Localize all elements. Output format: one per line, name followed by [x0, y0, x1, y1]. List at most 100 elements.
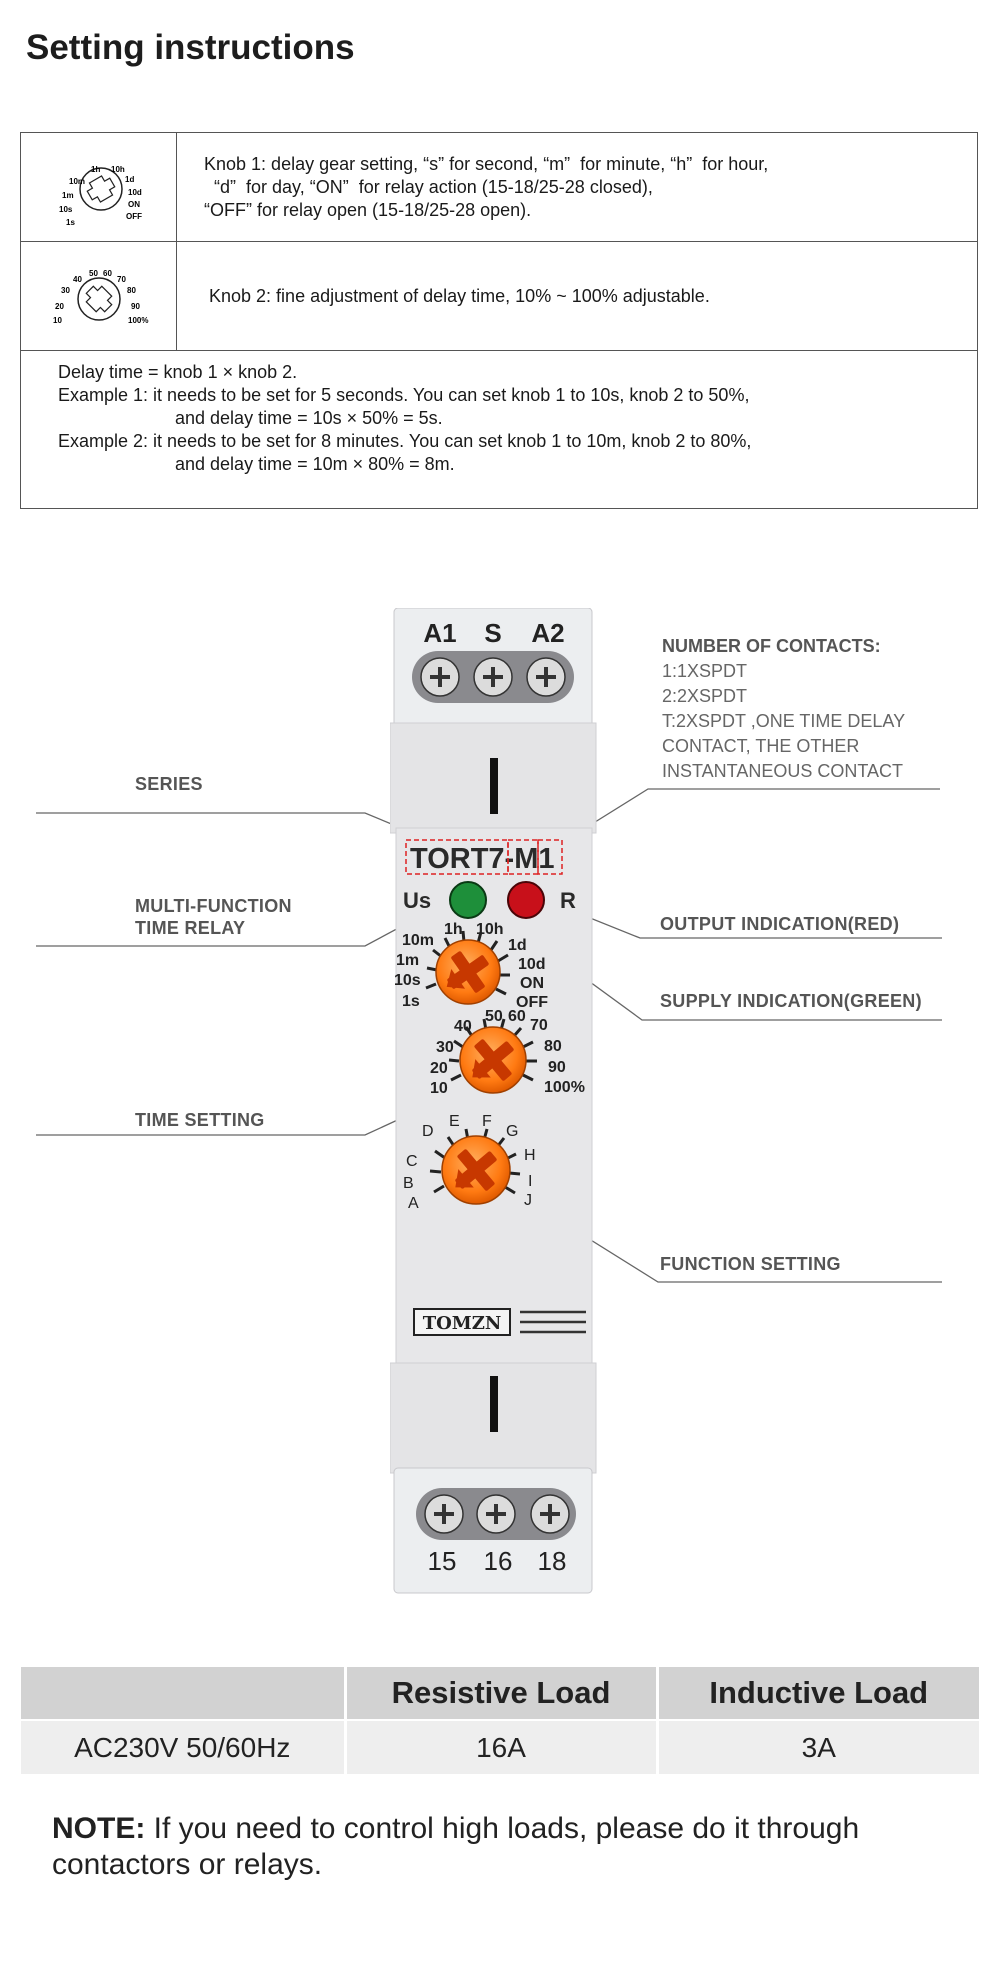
svg-text:TORT7-M1: TORT7-M1: [410, 843, 555, 875]
load-table-header: Resistive Load Inductive Load: [21, 1667, 979, 1720]
terminal-16: 16: [484, 1546, 513, 1576]
k2-label: 40: [73, 275, 82, 284]
knob2-text: Knob 2: fine adjustment of delay time, 1…: [209, 285, 710, 306]
example2-line2: and delay time = 10m × 80% = 8m.: [175, 454, 455, 474]
time-setting-callout: TIME SETTING: [135, 1110, 265, 1130]
k2-label: 60: [103, 269, 112, 278]
terminal-A2: A2: [531, 618, 564, 648]
led-us-label: Us: [403, 888, 431, 913]
knob1-label: 1s: [402, 993, 420, 1010]
table-row: AC230V 50/60Hz 16A 3A: [21, 1719, 979, 1774]
knob1-label: 1m: [396, 952, 419, 969]
k2-label: 50: [89, 269, 98, 278]
model-series: TORT7: [410, 843, 505, 875]
k2-label: 90: [131, 302, 140, 311]
knob1-label: 10m: [402, 932, 434, 949]
k1-label: 10s: [59, 205, 73, 214]
example2-line1: Example 2: it needs to be set for 8 minu…: [58, 431, 752, 451]
knob1-row: 1s 10s 1m 10m 1h 10h 1d 10d ON OFF Knob …: [21, 133, 977, 242]
k1-label: 10m: [69, 177, 85, 186]
knob2-dial-icon: 10 20 30 40 50 60 70 80 90 100%: [53, 269, 148, 325]
time-relay-device: A1 S A2 TORT7-M1 Us R 1s 10s 1m 10m 1h 1…: [390, 608, 597, 1594]
supply-led: [449, 881, 487, 919]
terminal-S: S: [484, 618, 501, 648]
knob3-label: A: [408, 1195, 419, 1212]
contacts-callout: NUMBER OF CONTACTS: 1:1XSPDT 2:2XSPDT T:…: [662, 634, 905, 784]
contacts-line: 2:2XSPDT: [662, 686, 748, 706]
k1-label: ON: [128, 200, 140, 209]
k2-label: 70: [117, 275, 126, 284]
table-cell: 16A: [345, 1719, 659, 1774]
knob2-row: 10 20 30 40 50 60 70 80 90 100% Knob 2: …: [21, 242, 977, 351]
contacts-line: T:2XSPDT ,ONE TIME DELAY: [662, 711, 906, 731]
knob3-label: D: [422, 1123, 434, 1140]
supply-indication-callout: SUPPLY INDICATION(GREEN): [660, 991, 922, 1011]
output-led: [507, 881, 545, 919]
knob1-label: 10h: [476, 921, 504, 938]
knob3-label: I: [528, 1173, 532, 1190]
k1-label: 1h: [91, 165, 100, 174]
knob1-label: 10s: [394, 972, 421, 989]
note: NOTE: If you need to control high loads,…: [52, 1811, 952, 1883]
knob3-label: F: [482, 1113, 492, 1130]
brand-logo: TOMZN: [423, 1313, 502, 1334]
header-cell: [21, 1667, 347, 1720]
load-table: Resistive Load Inductive Load AC230V 50/…: [21, 1667, 979, 1774]
series-callout: SERIES: [135, 774, 203, 794]
knob2-label: 90: [548, 1059, 566, 1076]
multifunction-callout-1: MULTI-FUNCTION: [135, 896, 292, 916]
k1-label: 1d: [125, 175, 134, 184]
knob1-label: OFF: [516, 994, 548, 1011]
formula-text: Delay time = knob 1 × knob 2.: [58, 362, 298, 382]
k1-label: 1s: [66, 218, 75, 227]
instructions-table: 1s 10s 1m 10m 1h 10h 1d 10d ON OFF Knob …: [20, 132, 978, 509]
page-heading: Setting instructions: [26, 28, 355, 67]
knob2-label: 10: [430, 1080, 448, 1097]
k1-label: 10h: [111, 165, 125, 174]
k1-label: 10d: [128, 188, 142, 197]
knob1-diagram: 1s 10s 1m 10m 1h 10h 1d 10d ON OFF: [21, 133, 177, 241]
k2-label: 100%: [128, 316, 148, 325]
knob3-label: G: [506, 1123, 518, 1140]
knob2-label: 20: [430, 1060, 448, 1077]
knob2-label: 80: [544, 1038, 562, 1055]
knob1-label: 1h: [444, 921, 463, 938]
knob3-label: J: [524, 1192, 532, 1209]
knob2-label: 40: [454, 1018, 472, 1035]
table-cell: AC230V 50/60Hz: [21, 1719, 347, 1774]
contacts-title: NUMBER OF CONTACTS:: [662, 636, 881, 656]
knob2-diagram: 10 20 30 40 50 60 70 80 90 100%: [21, 242, 177, 350]
model-contacts: 1: [538, 843, 554, 875]
knob2-label: 30: [436, 1039, 454, 1056]
k2-label: 30: [61, 286, 70, 295]
function-setting-callout: FUNCTION SETTING: [660, 1254, 841, 1274]
multifunction-callout-2: TIME RELAY: [135, 918, 246, 938]
note-label: NOTE:: [52, 1812, 146, 1845]
knob1-line: “d” for day, “ON” for relay action (15-1…: [204, 176, 653, 197]
knob3-label: C: [406, 1153, 418, 1170]
terminal-A1: A1: [423, 618, 456, 648]
header-cell: Inductive Load: [657, 1667, 979, 1720]
k2-label: 20: [55, 302, 64, 311]
k1-label: OFF: [126, 212, 142, 221]
terminal-15: 15: [428, 1546, 457, 1576]
knob3-label: H: [524, 1147, 536, 1164]
example1-line2: and delay time = 10s × 50% = 5s.: [175, 408, 443, 428]
knob1-label: ON: [520, 975, 544, 992]
knob1-label: 10d: [518, 956, 546, 973]
knob2-label: 100%: [544, 1079, 585, 1096]
terminal-18: 18: [538, 1546, 567, 1576]
led-r-label: R: [560, 888, 576, 913]
contacts-line: INSTANTANEOUS CONTACT: [662, 761, 904, 781]
example1-line1: Example 1: it needs to be set for 5 seco…: [58, 385, 750, 405]
knob3-label: B: [403, 1175, 414, 1192]
knob1-label: 1d: [508, 937, 527, 954]
k1-label: 1m: [62, 191, 74, 200]
k2-label: 10: [53, 316, 62, 325]
note-text: If you need to control high loads, pleas…: [52, 1812, 860, 1881]
knob1-description: Knob 1: delay gear setting, “s” for seco…: [177, 133, 977, 241]
output-indication-callout: OUTPUT INDICATION(RED): [660, 914, 900, 934]
contacts-line: CONTACT, THE OTHER: [662, 736, 860, 756]
knob1-line: Knob 1: delay gear setting, “s” for seco…: [204, 153, 769, 174]
model-dash: -: [505, 843, 515, 875]
